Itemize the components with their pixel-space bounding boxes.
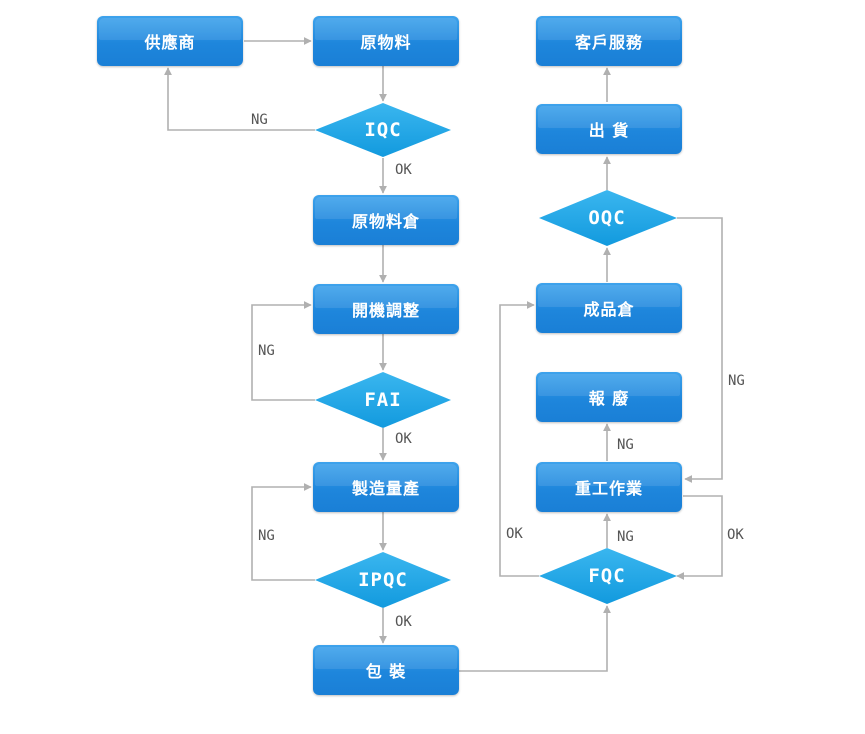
node-scrap-label: 報 廢 — [588, 389, 630, 408]
edge-iqc-ng-supplier — [164, 67, 315, 131]
node-rework: 重工作業 — [536, 462, 682, 512]
oqc-diamond — [539, 190, 677, 246]
edge-packaging-fqc — [458, 605, 611, 672]
fqc-diamond — [539, 548, 677, 604]
node-shipping-label: 出 貨 — [588, 121, 630, 140]
node-shipping: 出 貨 — [536, 104, 682, 154]
node-machine-setup: 開機調整 — [313, 284, 459, 334]
node-machine-setup-label: 開機調整 — [351, 301, 420, 320]
edge-fqc-ok-finished — [499, 301, 539, 577]
node-raw-warehouse-label: 原物料倉 — [351, 212, 420, 231]
node-packaging-label: 包 裝 — [365, 662, 407, 681]
node-mass-production-label: 製造量產 — [351, 479, 420, 498]
fai-ng-label: NG — [258, 343, 275, 359]
node-raw-warehouse: 原物料倉 — [313, 195, 459, 245]
fqc-ng-label: NG — [617, 529, 634, 545]
fqc-ok-label: OK — [506, 526, 523, 542]
ipqc-ok-label: OK — [395, 614, 412, 630]
node-packaging: 包 裝 — [313, 645, 459, 695]
fai-diamond — [315, 372, 451, 428]
fai-ok-label: OK — [395, 431, 412, 447]
ipqc-label: IPQC — [358, 569, 408, 591]
iqc-ng-label: NG — [251, 112, 268, 128]
edge-oqc-ng-rework — [677, 217, 723, 483]
node-finished-warehouse-label: 成品倉 — [583, 300, 635, 319]
node-finished-warehouse: 成品倉 — [536, 283, 682, 333]
node-supplier: 供應商 — [97, 16, 243, 66]
node-scrap: 報 廢 — [536, 372, 682, 422]
edge-fai-ng-setup — [251, 301, 315, 401]
oqc-label: OQC — [588, 207, 626, 229]
iqc-ok-label: OK — [395, 162, 412, 178]
node-supplier-label: 供應商 — [144, 33, 196, 52]
ipqc-diamond — [315, 552, 451, 608]
edge-rework-ok-fqc — [676, 495, 723, 580]
edge-ipqc-ng-production — [251, 483, 315, 581]
rework-scrap-ng-label: NG — [617, 437, 634, 453]
ipqc-ng-label: NG — [258, 528, 275, 544]
iqc-label: IQC — [364, 119, 402, 141]
node-customer-service: 客戶服務 — [536, 16, 682, 66]
fai-label: FAI — [364, 389, 402, 411]
node-raw-material-label: 原物料 — [360, 33, 412, 52]
node-customer-service-label: 客戶服務 — [574, 33, 643, 52]
oqc-ng-label: NG — [728, 373, 745, 389]
iqc-diamond — [315, 103, 451, 157]
node-raw-material: 原物料 — [313, 16, 459, 66]
node-rework-label: 重工作業 — [574, 479, 643, 498]
fqc-label: FQC — [588, 565, 626, 587]
rework-ok-label: OK — [727, 527, 744, 543]
node-mass-production: 製造量產 — [313, 462, 459, 512]
